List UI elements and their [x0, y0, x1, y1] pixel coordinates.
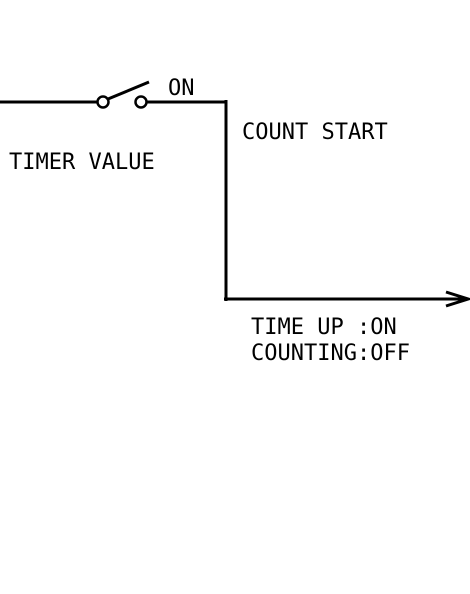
count-start-label: COUNT START: [242, 120, 388, 145]
switch-lever: [107, 80, 150, 101]
time-up-label: TIME UP :ON: [251, 315, 397, 340]
switch-state-label: ON: [168, 76, 195, 101]
arrow-head-icon: [445, 290, 470, 308]
switch-left-contact: [96, 95, 110, 109]
switch-right-contact: [134, 95, 148, 109]
timer-value-label: TIMER VALUE: [9, 150, 155, 175]
counting-label: COUNTING:OFF: [251, 341, 410, 366]
